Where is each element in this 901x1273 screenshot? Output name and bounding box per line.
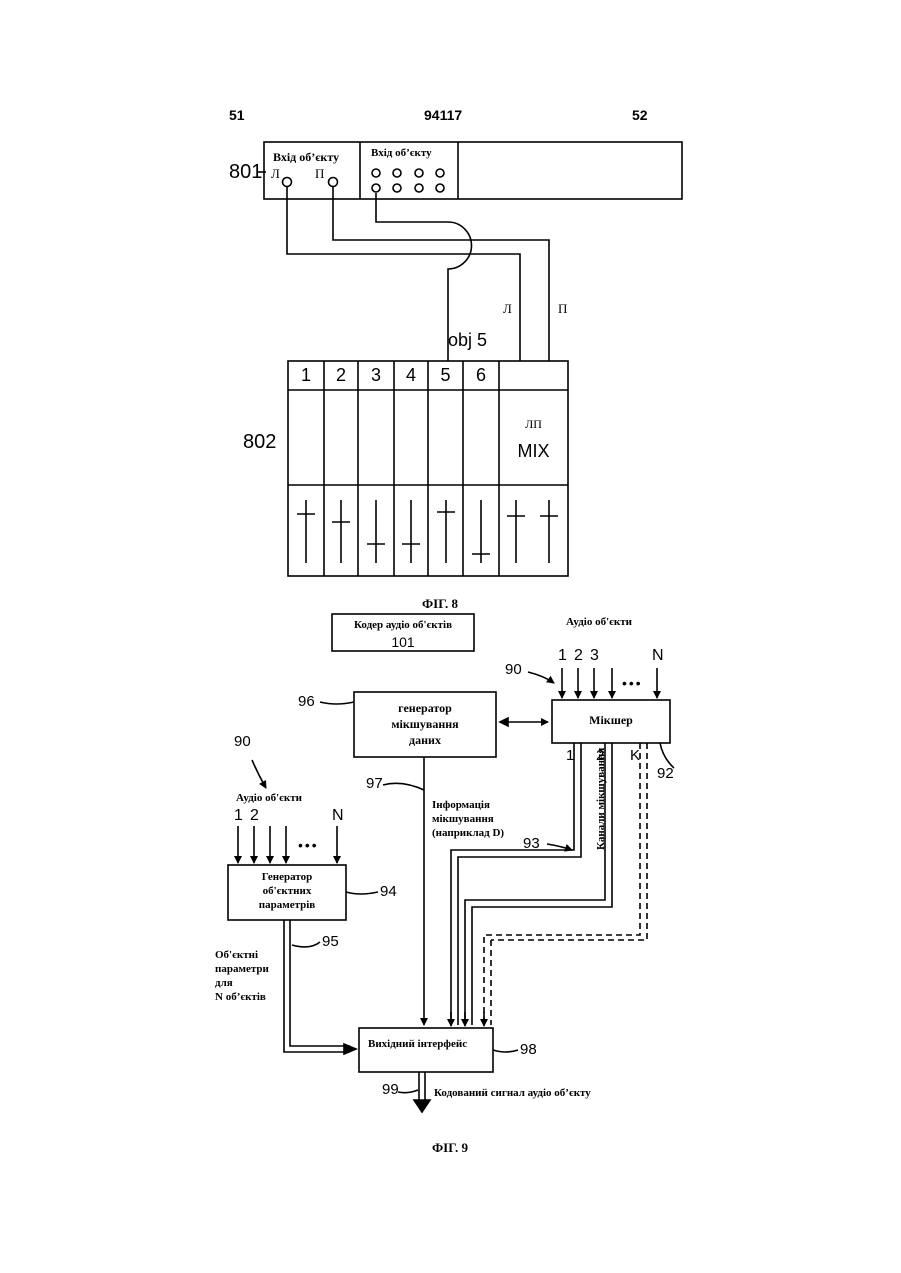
- ref-97: 97: [366, 776, 383, 791]
- wire-right: [333, 187, 549, 361]
- output-interface-label: Вихідний інтерфейс: [368, 1039, 467, 1050]
- document-number: 94117: [424, 108, 462, 122]
- mixer-label: Мікшер: [552, 714, 670, 726]
- output-interface-box: [359, 1028, 493, 1072]
- param-gen-line-2: об'єктних: [228, 886, 346, 897]
- gen-mix-line-3: даних: [354, 734, 496, 746]
- top-input-3: 3: [590, 648, 599, 664]
- jack-right-label: П: [315, 167, 324, 180]
- channel-4: 4: [394, 366, 428, 384]
- channel-1: 1: [288, 366, 324, 384]
- ref-93: 93: [523, 836, 540, 851]
- page-number-right: 52: [632, 108, 648, 122]
- channel-5: 5: [428, 366, 463, 384]
- mixer-output-k: K: [630, 748, 640, 763]
- panel-title-1: Вхід об’єкту: [273, 151, 339, 163]
- jack-right-icon: [329, 178, 338, 187]
- obj-params-line-3: для: [215, 978, 233, 989]
- mix-channels-label: Канали мікшування: [596, 748, 607, 850]
- fig8-graphics: [257, 142, 682, 576]
- ref-92: 92: [657, 766, 674, 781]
- ref-94: 94: [380, 884, 397, 899]
- audio-objects-left-label: Аудіо об'єкти: [236, 793, 302, 804]
- jack-left-icon: [283, 178, 292, 187]
- ref-95: 95: [322, 934, 339, 949]
- top-input-n: N: [652, 648, 664, 664]
- top-input-2: 2: [574, 648, 583, 664]
- panel-title-2: Вхід об’єкту: [371, 148, 432, 159]
- param-gen-line-1: Генератор: [228, 872, 346, 883]
- jack-left-label: Л: [271, 167, 280, 180]
- gen-mix-line-1: генератор: [354, 702, 496, 714]
- ref-90-left: 90: [234, 734, 251, 749]
- obj-params-line-1: Об'єктні: [215, 950, 258, 961]
- obj5-label: obj 5: [448, 331, 487, 349]
- obj-params-line-2: параметри: [215, 964, 269, 975]
- mix-info-line-2: мікшування: [432, 814, 494, 825]
- page-number-left: 51: [229, 108, 245, 122]
- gen-mix-line-2: мікшування: [354, 718, 496, 730]
- mix-label: MIX: [499, 442, 568, 460]
- left-dots: •••: [298, 838, 319, 852]
- top-input-1: 1: [558, 648, 567, 664]
- mix-lp-label: ЛП: [499, 418, 568, 430]
- mix-info-line-3: (наприклад D): [432, 828, 504, 839]
- ref-99: 99: [382, 1082, 399, 1097]
- top-dots: •••: [622, 676, 643, 690]
- wire-right-label: П: [558, 302, 567, 315]
- ref-801: 801: [229, 162, 262, 182]
- fig9-caption: ФІГ. 9: [400, 1141, 500, 1154]
- left-input-2: 2: [250, 808, 259, 824]
- left-input-n: N: [332, 808, 344, 824]
- wire-left-label: Л: [503, 302, 512, 315]
- left-input-1: 1: [234, 808, 243, 824]
- coded-signal-label: Кодований сигнал аудіо об’єкту: [434, 1088, 591, 1099]
- channel-6: 6: [463, 366, 499, 384]
- ref-90-top: 90: [505, 662, 522, 677]
- channel-2: 2: [324, 366, 358, 384]
- ref-96: 96: [298, 694, 315, 709]
- channel-3: 3: [358, 366, 394, 384]
- mixer-output-1: 1: [566, 748, 574, 763]
- audio-objects-top-label: Аудіо об'єкти: [566, 617, 632, 628]
- param-gen-line-3: параметрів: [228, 900, 346, 911]
- encoder-title: Кодер аудіо об'єктів: [332, 620, 474, 631]
- obj-params-line-4: N об’єктів: [215, 992, 266, 1003]
- mix-info-line-1: Інформація: [432, 800, 490, 811]
- encoder-ref: 101: [332, 635, 474, 649]
- ref-98: 98: [520, 1042, 537, 1057]
- fig8-caption: ФІГ. 8: [380, 597, 500, 610]
- ref-802: 802: [243, 432, 276, 452]
